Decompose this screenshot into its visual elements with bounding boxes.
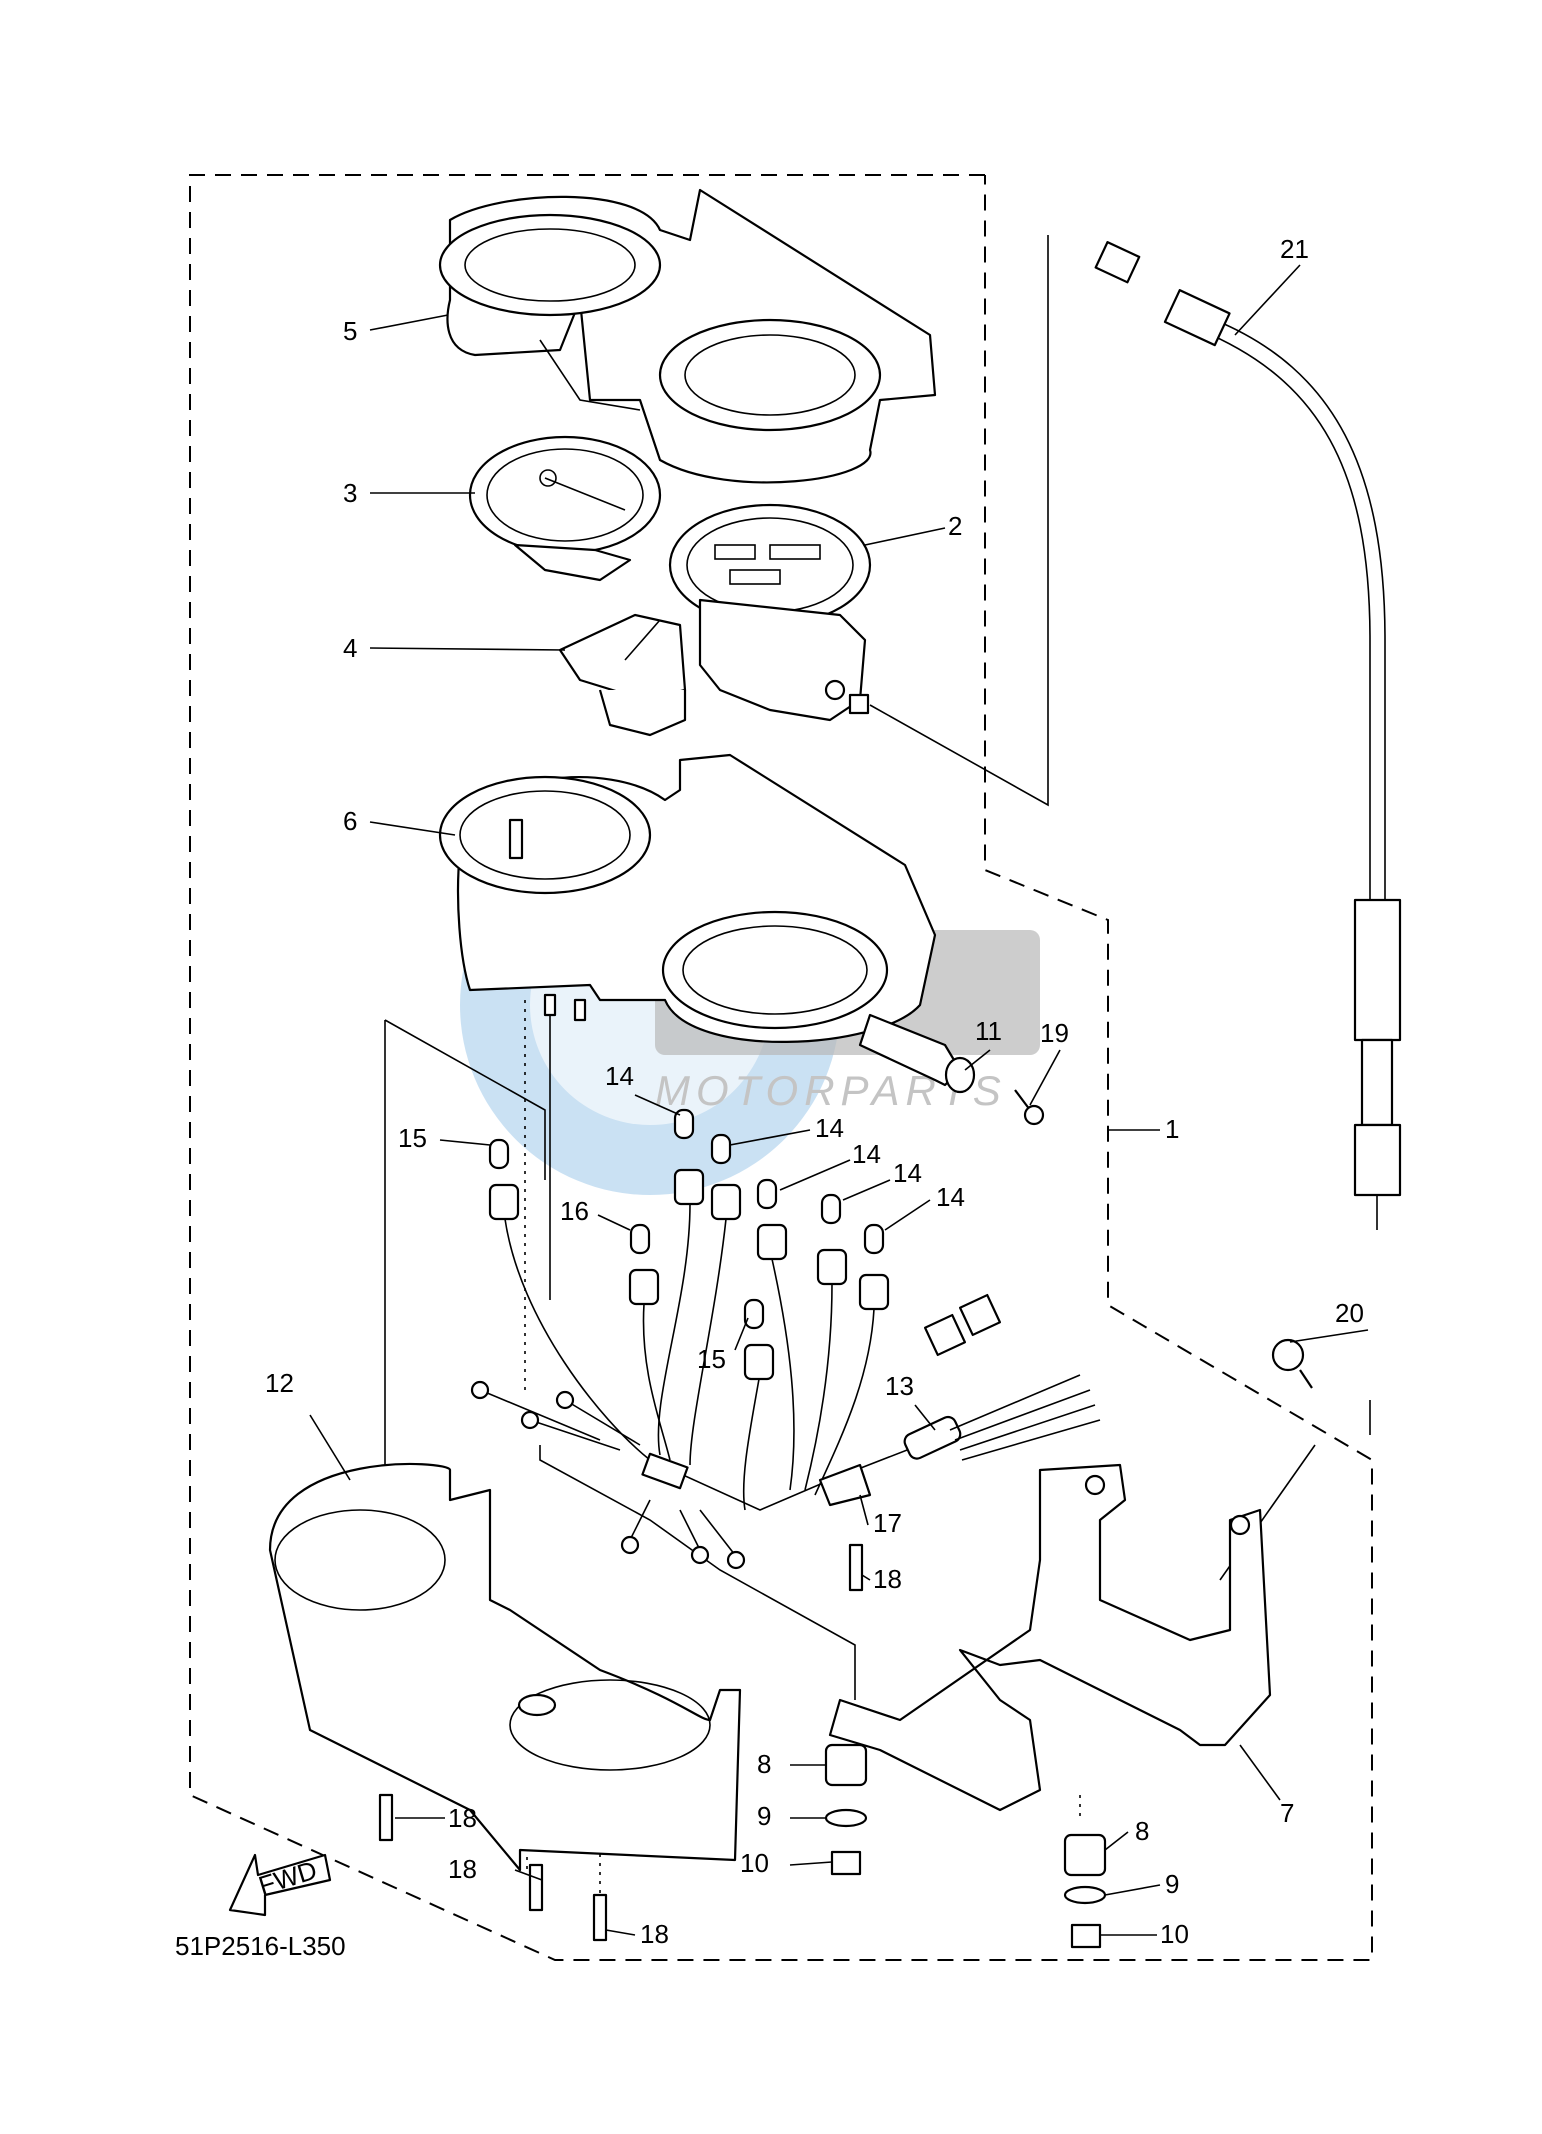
callout-15: 15: [398, 1123, 427, 1153]
callout-10: 10: [1160, 1919, 1189, 1949]
fuel-gauge-part-4: [558, 613, 687, 737]
bulbs: [488, 1108, 885, 1330]
callout-9: 9: [1165, 1869, 1179, 1899]
meter-cover-part-5: [438, 188, 937, 484]
callout-9: 9: [757, 1801, 771, 1831]
callout-20: 20: [1335, 1298, 1364, 1328]
callout-13: 13: [885, 1371, 914, 1401]
callout-15: 15: [697, 1344, 726, 1374]
tachometer-part-3: [468, 435, 662, 582]
bolt-part-20: [1271, 1338, 1313, 1389]
callout-19: 19: [1040, 1018, 1069, 1048]
assembly-boundary: [189, 174, 1373, 1961]
screw-part-19: [1014, 1089, 1045, 1126]
callout-6: 6: [343, 806, 357, 836]
callout-11: 11: [975, 1016, 1002, 1046]
callout-18: 18: [640, 1919, 669, 1949]
speedometer-part-2: [668, 503, 872, 722]
callout-18: 18: [448, 1854, 477, 1884]
fwd-label: FWD: [255, 1855, 320, 1901]
meter-case-part-6: [438, 753, 937, 1043]
lower-cover-part-12: [268, 1462, 742, 1872]
screws-part-18: [378, 1543, 864, 1942]
callout-4: 4: [343, 633, 357, 663]
clamp-part-17: [818, 1463, 872, 1507]
callout-10: 10: [740, 1848, 769, 1878]
callout-8: 8: [1135, 1816, 1149, 1846]
trip-knob-part-11: [858, 1013, 976, 1094]
callout-2: 2: [948, 511, 962, 541]
callout-17: 17: [873, 1508, 902, 1538]
callout-14: 14: [605, 1061, 634, 1091]
grommets-washers-nuts: [824, 1743, 1107, 1949]
callout-1: 1: [1165, 1114, 1179, 1144]
callout-8: 8: [757, 1749, 771, 1779]
callout-14: 14: [893, 1158, 922, 1188]
fwd-arrow: FWD: [228, 1853, 332, 1917]
callout-14: 14: [936, 1182, 965, 1212]
callout-5: 5: [343, 316, 357, 346]
diagram-code: 51P2516-L350: [175, 1931, 346, 1961]
callout-18: 18: [448, 1803, 477, 1833]
bracket-part-7: [828, 1463, 1272, 1812]
callout-14: 14: [815, 1113, 844, 1143]
speedo-cable-part-21: [1094, 241, 1402, 1230]
callout-labels: 5 3 2 4 6 1 11 19 21 20 12 13 15 14 14 1…: [265, 234, 1364, 1949]
callout-7: 7: [1280, 1798, 1294, 1828]
callout-14: 14: [852, 1139, 881, 1169]
callout-21: 21: [1280, 234, 1309, 264]
wire-harness-part-13: [470, 1168, 1101, 1570]
leader-lines: [309, 264, 1369, 1936]
callout-12: 12: [265, 1368, 294, 1398]
callout-3: 3: [343, 478, 357, 508]
callout-18: 18: [873, 1564, 902, 1594]
callout-16: 16: [560, 1196, 589, 1226]
